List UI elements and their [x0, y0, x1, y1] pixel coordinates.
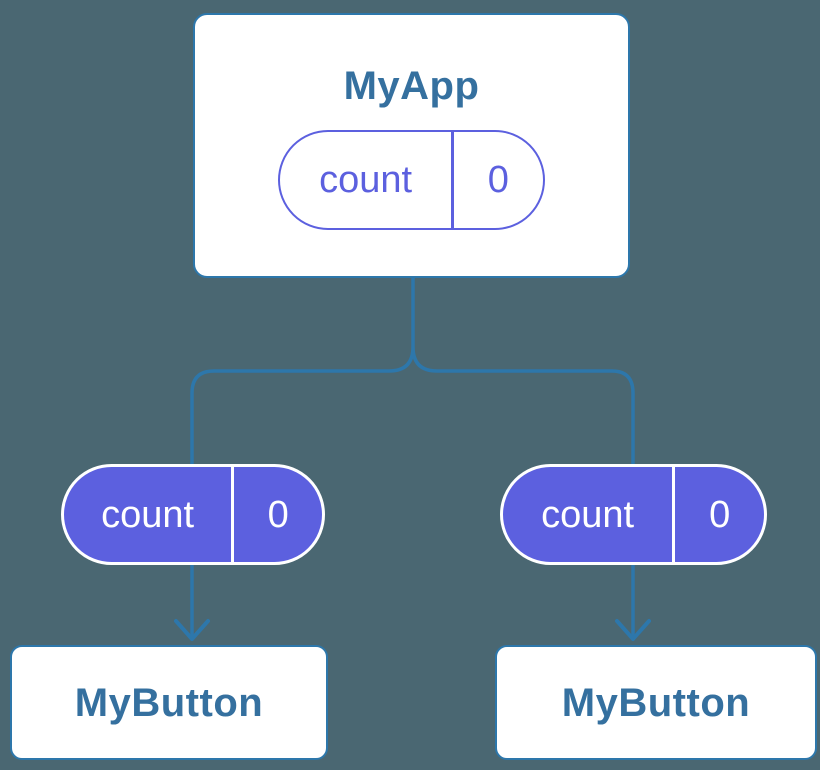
left-child-component-node: MyButton	[10, 645, 328, 760]
left-pill-divider	[231, 467, 235, 562]
root-pill-divider	[451, 131, 454, 228]
root-component-node: MyApp count 0	[193, 13, 630, 278]
right-prop-name: count	[541, 493, 635, 536]
right-pill-divider	[672, 467, 676, 562]
tree-connector-line	[190, 278, 635, 638]
right-arrowhead-icon	[615, 619, 651, 641]
right-child-component-node: MyButton	[495, 645, 817, 760]
right-prop-value: 0	[709, 493, 731, 536]
right-prop-pill: count 0	[500, 464, 767, 565]
root-node-title: MyApp	[343, 63, 480, 108]
root-state-name: count	[319, 158, 413, 201]
root-state-value: 0	[487, 158, 509, 201]
left-prop-value: 0	[267, 493, 289, 536]
root-state-pill: count 0	[278, 129, 545, 230]
left-child-node-title: MyButton	[74, 680, 264, 725]
right-child-node-title: MyButton	[561, 680, 751, 725]
left-prop-name: count	[101, 493, 195, 536]
left-arrowhead-icon	[174, 619, 210, 641]
left-prop-pill: count 0	[61, 464, 325, 565]
